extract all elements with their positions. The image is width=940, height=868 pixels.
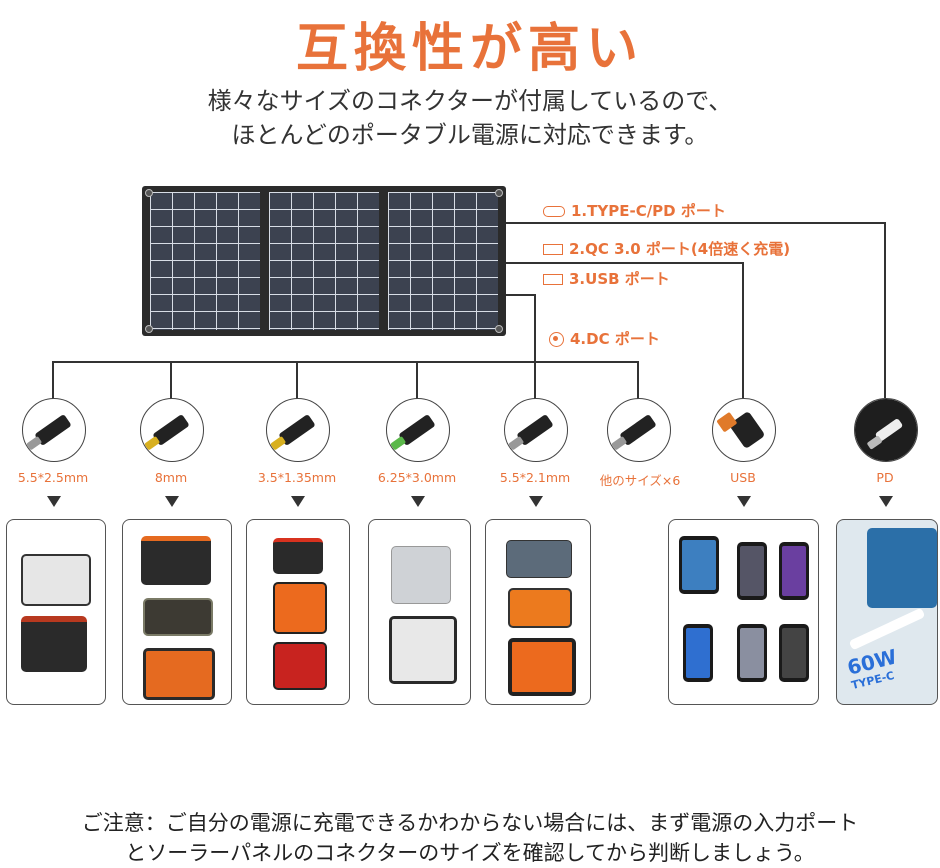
tablet-image (679, 536, 719, 594)
power-station-image (21, 554, 91, 606)
usb-c-cable-image (848, 607, 926, 651)
dc-plug-icon (152, 413, 190, 447)
smartphone-image (737, 624, 767, 682)
connector-image (854, 398, 918, 462)
connector-label: 5.5*2.5mm (17, 470, 89, 485)
wire-drop (416, 361, 418, 399)
usb-a-port-icon (543, 244, 563, 255)
power-station-image (506, 540, 572, 578)
panel-grommet (495, 189, 503, 197)
solar-panel-image (142, 186, 506, 336)
power-station-image (391, 546, 451, 604)
connector-label: 他のサイズ×6 (599, 473, 681, 488)
power-station-image (143, 648, 215, 700)
dc-plug-icon (34, 413, 72, 447)
wire-dc (534, 294, 536, 362)
smartphone-image (737, 542, 767, 600)
connector-label: USB (730, 470, 756, 485)
down-arrow-icon (165, 496, 179, 507)
caution-note-line-2: とソーラーパネルのコネクターのサイズを確認してから判断しましょう。 (125, 841, 815, 865)
wire-usb (742, 262, 744, 398)
page-title: 互換性が高い (295, 19, 644, 79)
panel-grommet (145, 325, 153, 333)
connector-image (22, 398, 86, 462)
connector-image (607, 398, 671, 462)
down-arrow-icon (411, 496, 425, 507)
power-station-image (21, 616, 87, 672)
connector-label: PD (876, 470, 894, 485)
usb-plug-icon (728, 410, 766, 450)
connector-image (712, 398, 776, 462)
wire-type-c (506, 222, 886, 224)
smartphone-image (779, 542, 809, 600)
connector-label: 5.5*2.1mm (499, 470, 571, 485)
solar-panel-segment (150, 192, 260, 330)
device-box-smartphones (668, 519, 819, 705)
panel-grommet (145, 189, 153, 197)
wire-usb (506, 262, 744, 264)
device-box-power-station (246, 519, 350, 705)
connector-label: 3.5*1.35mm (257, 470, 337, 485)
connector-label: 6.25*3.0mm (377, 470, 457, 485)
solar-panel-segment (388, 192, 498, 330)
wire-drop (534, 361, 536, 399)
connector-image (266, 398, 330, 462)
subtitle-line-1: 様々なサイズのコネクターが付属しているので、 (207, 87, 733, 115)
wire-drop (170, 361, 172, 399)
usb-a-port-icon (543, 274, 563, 285)
device-box-power-station (122, 519, 232, 705)
subtitle-line-2: ほとんどのポータブル電源に対応できます。 (231, 121, 709, 149)
power-station-image (143, 598, 213, 636)
dc-port-icon (549, 332, 564, 347)
wire-drop (52, 361, 54, 399)
smartphone-image (683, 624, 713, 682)
connector-label: 8mm (154, 470, 188, 485)
connector-image (386, 398, 450, 462)
smartphone-image (779, 624, 809, 682)
solar-panel-segment (269, 192, 379, 330)
power-station-image (508, 638, 576, 696)
device-box-power-station (368, 519, 471, 705)
power-station-image (141, 536, 211, 585)
dc-plug-icon (619, 413, 657, 447)
caution-note: ご注意：ご自分の電源に充電できるかわからない場合には、まず電源の入力ポート とソ… (0, 808, 940, 868)
wire-dc-bus (52, 361, 639, 363)
usb-c-port-icon (543, 206, 565, 217)
panel-grommet (495, 325, 503, 333)
wire-drop (637, 361, 639, 399)
down-arrow-icon (291, 496, 305, 507)
down-arrow-icon (879, 496, 893, 507)
port-label-dc: 4.DC ポート (549, 328, 660, 349)
power-station-image (273, 582, 327, 634)
down-arrow-icon (529, 496, 543, 507)
power-station-image (508, 588, 572, 628)
down-arrow-icon (737, 496, 751, 507)
power-station-image (273, 642, 327, 690)
dc-plug-icon (398, 413, 436, 447)
port-label-usb: 3.USB ポート (543, 268, 670, 289)
power-station-image (273, 538, 323, 574)
down-arrow-icon (47, 496, 61, 507)
port-label-qc: 2.QC 3.0 ポート(4倍速く充電) (543, 238, 790, 259)
device-box-power-station (6, 519, 106, 705)
laptop-screen-image (867, 528, 937, 608)
port-label-type-c: 1.TYPE-C/PD ポート (543, 200, 726, 221)
dc-plug-icon (516, 413, 554, 447)
wire-drop (296, 361, 298, 399)
power-station-image (389, 616, 457, 684)
caution-note-line-1: ご注意：ご自分の電源に充電できるかわからない場合には、まず電源の入力ポート (81, 811, 859, 835)
connector-image (140, 398, 204, 462)
dc-plug-icon (278, 413, 316, 447)
connector-image (504, 398, 568, 462)
wire-type-c (884, 222, 886, 398)
wire-dc (506, 294, 536, 296)
subtitle: 様々なサイズのコネクターが付属しているので、 ほとんどのポータブル電源に対応でき… (0, 84, 940, 152)
device-box-laptop: 60W TYPE-C (836, 519, 938, 705)
device-box-power-station (485, 519, 591, 705)
